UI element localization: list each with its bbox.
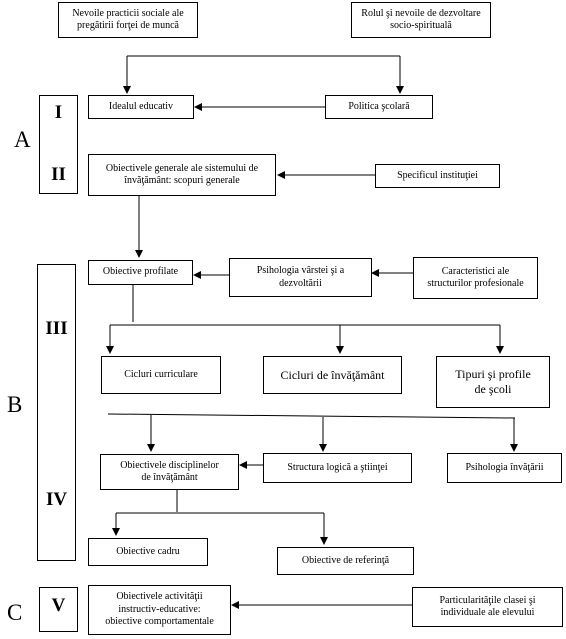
box-obiectivele-activitatii: Obiectivele activităţii instructiv-educa… <box>88 585 231 635</box>
section-frame-III-IV <box>37 264 76 561</box>
box-particularitatile-clasei: Particularităţile clasei şi individuale … <box>412 587 563 627</box>
box-obiective-profilate: Obiective profilate <box>88 260 193 285</box>
box-rolul-si-nevoile: Rolul şi nevoile de dezvoltare socio-spi… <box>351 2 491 38</box>
section-frame-V <box>39 587 78 632</box>
section-letter-C: C <box>7 600 23 625</box>
connector <box>107 413 516 419</box>
box-cicluri-curriculare: Cicluri curriculare <box>101 356 221 394</box>
section-letter-B: B <box>7 392 23 417</box>
roman-III: III <box>45 318 68 339</box>
box-psihologia-invatarii: Psihologia învăţării <box>447 453 562 483</box>
roman-I: I <box>54 102 63 123</box>
box-cicluri-invatamant: Cicluri de învăţământ <box>263 356 402 394</box>
box-caracteristici-structuri: Caracteristici ale structurilor profesio… <box>413 257 538 299</box>
box-politica-scolara: Politica şcolară <box>325 95 433 119</box>
roman-V: V <box>51 595 66 616</box>
box-obiectivele-generale: Obiectivele generale ale sistemului de î… <box>88 154 276 196</box>
section-letter-A: A <box>14 127 31 152</box>
box-psihologia-varstei: Psihologia vârstei şi a dezvoltării <box>229 258 372 297</box>
box-obiective-referinta: Obiective de referinţă <box>277 547 414 575</box>
box-structura-logica: Structura logică a ştiinţei <box>263 453 412 483</box>
box-nevoile-practicii-sociale: Nevoile practicii sociale ale pregătirii… <box>58 2 198 38</box>
box-tipuri-profile-scoli: Tipuri şi profile de şcoli <box>436 356 550 408</box>
roman-IV: IV <box>45 489 68 510</box>
box-obiectivele-disciplinelor: Obiectivele disciplinelor de învăţământ <box>100 454 239 490</box>
section-frame-I-II <box>39 95 78 194</box>
roman-II: II <box>51 164 66 185</box>
box-specificul-institutiei: Specificul instituţiei <box>375 164 500 188</box>
box-obiective-cadru: Obiective cadru <box>88 538 208 566</box>
box-idealul-educativ: Idealul educativ <box>88 95 194 119</box>
